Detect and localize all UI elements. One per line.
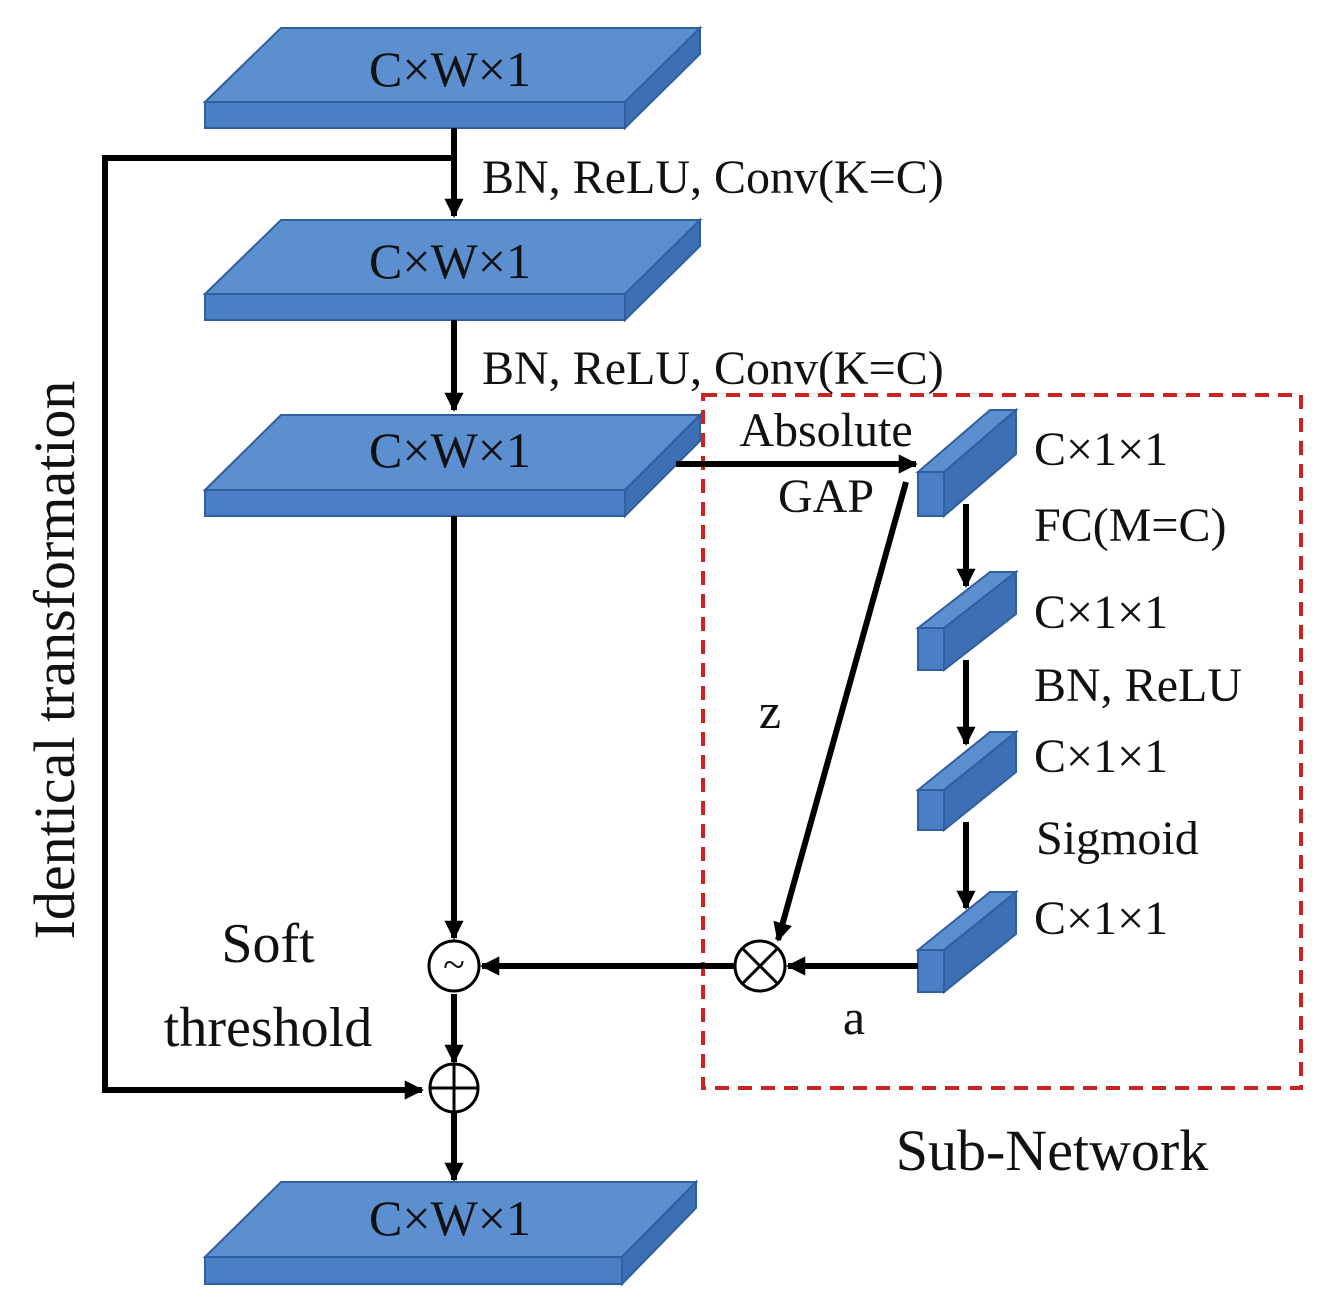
feature-block-input: C×W×1 [202,25,703,131]
block-label-conv2: C×W×1 [369,422,531,478]
step2-label: BN, ReLU, Conv(K=C) [482,342,944,395]
soft-threshold-symbol: ~ [443,942,465,987]
soft-threshold-label-2: threshold [164,997,372,1059]
vector-label-1: C×1×1 [1034,423,1168,476]
subnetwork-frame [701,393,1303,1090]
multiply-operator-d2 [740,946,780,986]
vector-label-3: C×1×1 [1034,730,1168,783]
vector-block-2 [915,569,1019,673]
vector-label-2: C×1×1 [1034,586,1168,639]
a-label: a [843,989,865,1045]
block-label-input: C×W×1 [369,41,531,97]
step1-label: BN, ReLU, Conv(K=C) [482,151,944,204]
vector-block-4 [915,889,1019,995]
feature-block-conv2: C×W×1 [202,412,703,519]
skip-connection [102,155,454,1100]
vector-block-3 [915,729,1019,833]
subnetwork-title: Sub-Network [896,1118,1209,1183]
bn-relu-label: BN, ReLU [1034,659,1242,712]
block-label-output: C×W×1 [369,1190,531,1246]
vector-label-4: C×1×1 [1034,892,1168,945]
skip-label: Identical transformation [22,381,87,940]
block-label-conv1: C×W×1 [369,233,531,289]
fc-label: FC(M=C) [1034,499,1226,552]
sigmoid-label: Sigmoid [1036,812,1199,865]
feature-block-output: C×W×1 [202,1179,699,1287]
absolute-label: Absolute [739,404,912,457]
feature-block-conv1: C×W×1 [202,217,703,323]
z-label: z [759,683,781,739]
arrow-z [773,481,909,942]
soft-threshold-operator [427,939,481,993]
gap-label: GAP [778,470,874,523]
vector-block-1 [915,407,1019,519]
soft-threshold-label-1: Soft [221,913,315,975]
